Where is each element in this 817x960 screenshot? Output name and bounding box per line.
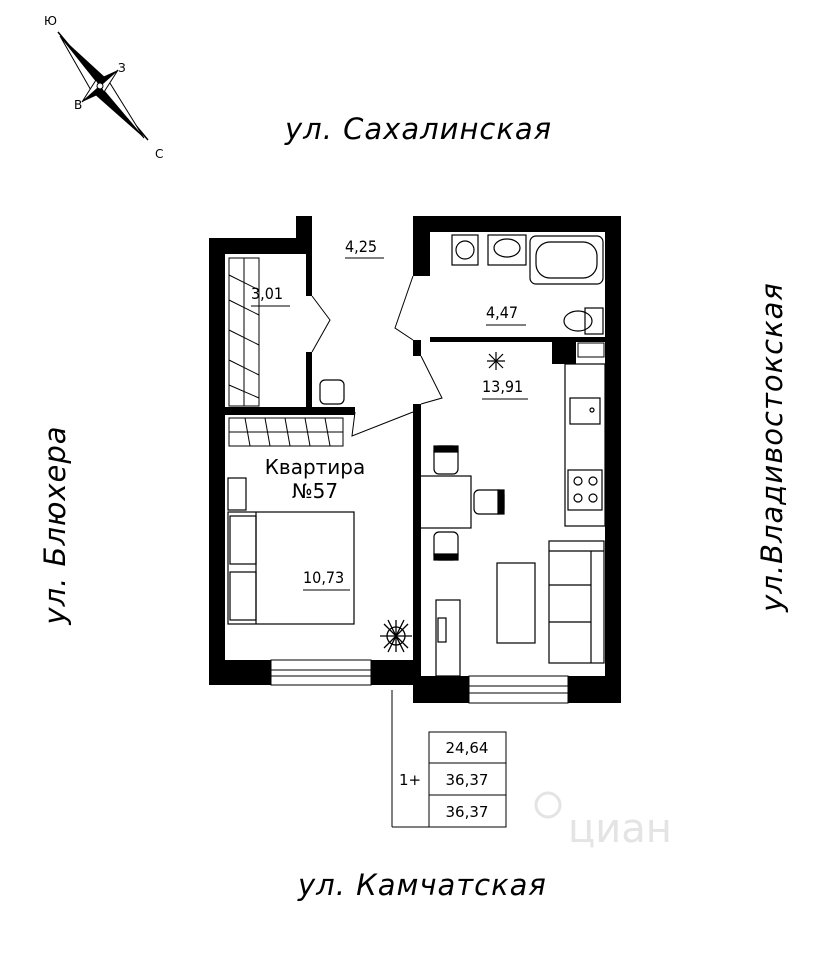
- apartment-type: 1+: [399, 771, 421, 789]
- bathroom-fixtures: [451, 234, 604, 335]
- area-summary-table: [391, 690, 507, 828]
- boiler-icon: [577, 342, 605, 358]
- plant-icon: [380, 619, 412, 653]
- doors: [311, 275, 443, 437]
- street-top: ул. Сахалинская: [285, 112, 553, 146]
- wardrobe: [228, 257, 344, 447]
- compass-east: В: [74, 98, 82, 112]
- street-bottom: ул. Камчатская: [298, 868, 547, 902]
- windows: [270, 659, 569, 704]
- room-area-kitchen: 13,91: [482, 377, 523, 396]
- total-area-balcony-value: 36,37: [446, 803, 489, 821]
- compass-north: С: [155, 147, 163, 161]
- total-area-value: 36,37: [446, 771, 489, 789]
- compass-rose: Ю С В З: [44, 14, 163, 161]
- living-area-value: 24,64: [446, 739, 489, 757]
- room-area-hall: 4,25: [345, 237, 377, 256]
- bedroom-furniture: [227, 477, 355, 625]
- apartment-number: №57: [292, 479, 338, 503]
- watermark-text: циан: [568, 806, 672, 852]
- kitchen-fixtures: [487, 352, 606, 527]
- dining-set: [417, 445, 505, 561]
- compass-west: З: [118, 61, 126, 75]
- washer-icon: [319, 379, 345, 405]
- inner-walls: [225, 216, 605, 676]
- room-area-storage: 3,01: [251, 284, 283, 303]
- street-right: ул.Владивостокская: [755, 282, 789, 612]
- room-area-bedroom: 10,73: [303, 568, 344, 587]
- apartment-title: Квартира: [265, 455, 366, 479]
- outer-walls: [209, 216, 621, 703]
- living-furniture: [435, 540, 605, 677]
- compass-south: Ю: [44, 14, 57, 28]
- watermark: циан: [534, 791, 672, 852]
- street-left: ул. Блюхера: [38, 425, 72, 625]
- room-area-bathroom: 4,47: [486, 303, 518, 322]
